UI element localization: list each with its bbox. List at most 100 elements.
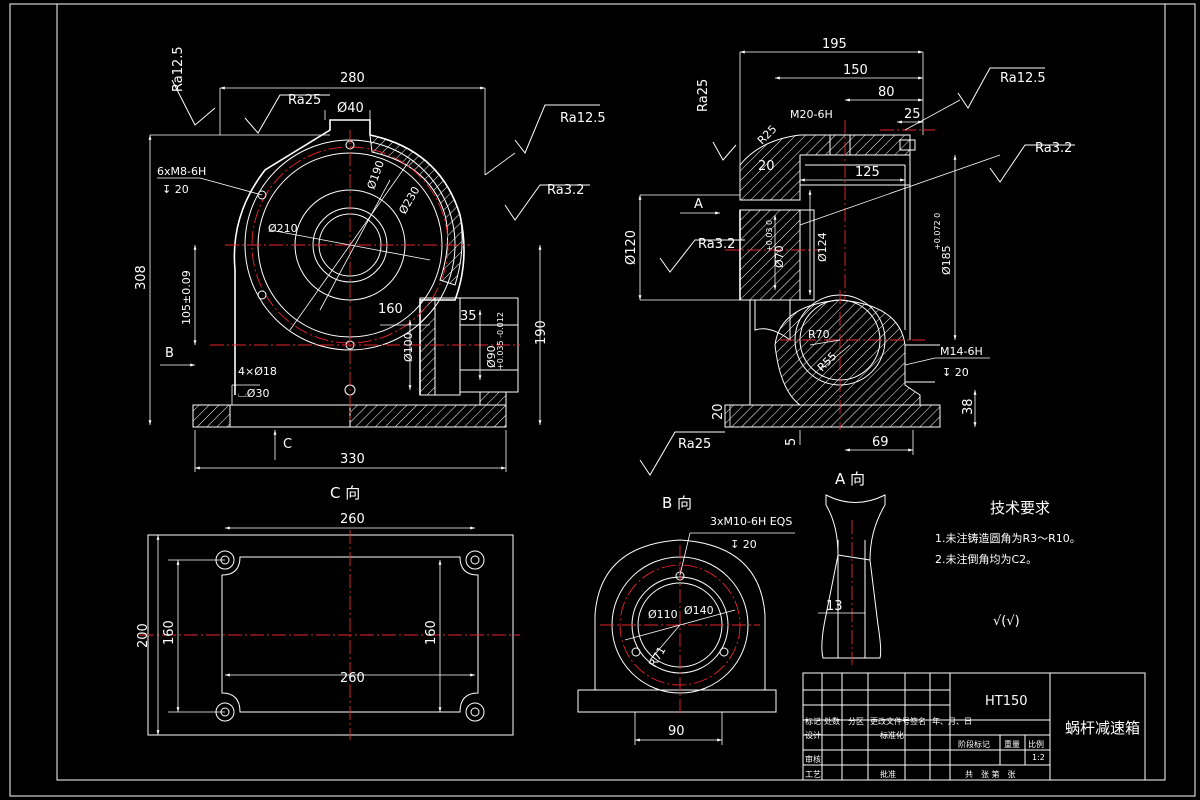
- view-a-labels: A 向 13: [826, 470, 865, 614]
- view-c-260-top: 260: [340, 512, 365, 527]
- front-view: [148, 79, 600, 472]
- dim-m14: M14-6H: [940, 345, 983, 358]
- view-b-90: 90: [668, 724, 685, 739]
- ra-front-1: Ra12.5: [171, 46, 186, 92]
- tb-process: 工艺: [805, 770, 821, 779]
- view-b-thread: 3xM10-6H EQS: [710, 515, 792, 528]
- tech-roughness-symbol: √(√): [993, 614, 1020, 629]
- tb-label-2: 分区: [848, 717, 864, 726]
- tech-title: 技术要求: [990, 499, 1050, 517]
- ra-front-4: Ra3.2: [547, 183, 584, 198]
- view-a-title: A 向: [835, 470, 865, 488]
- part-name: 蜗杆减速箱: [1065, 719, 1140, 737]
- dim-cbore: ⌴Ø30: [238, 387, 269, 400]
- tb-check: 审核: [805, 754, 821, 764]
- dim-depth-20: ↧ 20: [162, 183, 189, 196]
- view-b-dia-140: Ø140: [684, 604, 714, 617]
- ra-side-2: Ra12.5: [1000, 71, 1046, 86]
- dim-35: 35: [460, 309, 477, 324]
- tech-requirements: 技术要求 1.未注铸造圆角为R3～R10。 2.未注倒角均为C2。 √(√): [935, 499, 1081, 629]
- dim-dia-90: Ø90: [485, 345, 498, 368]
- ra-side-4: Ra3.2: [698, 237, 735, 252]
- view-marker-b: B: [165, 346, 174, 361]
- dim-150: 150: [843, 63, 868, 78]
- ra-front-2: Ra25: [288, 93, 321, 108]
- dim-20: 20: [758, 159, 775, 174]
- tb-label-3: 更改文件号: [870, 716, 910, 726]
- ra-side-1: Ra25: [696, 79, 711, 112]
- dim-depth-side: ↧ 20: [942, 366, 969, 379]
- tb-sheets: 共 张 第 张: [965, 769, 1016, 779]
- view-b-depth: ↧ 20: [730, 538, 757, 551]
- ra-front-3: Ra12.5: [560, 111, 606, 126]
- view-c-160-right: 160: [424, 620, 439, 645]
- dim-190: 190: [534, 320, 549, 345]
- side-view: [638, 50, 1075, 476]
- dim-80: 80: [878, 85, 895, 100]
- tb-label-4: 签名: [910, 716, 926, 726]
- view-marker-a: A: [694, 197, 703, 212]
- tb-approve: 批准: [880, 769, 896, 779]
- view-c-260-bottom: 260: [340, 671, 365, 686]
- dim-20-base: 20: [711, 403, 726, 420]
- dim-dia-185: Ø185: [940, 245, 953, 275]
- tb-stage: 阶段标记: [958, 739, 990, 749]
- view-a: [818, 494, 886, 665]
- dim-tol-90: +0.035 -0.012: [496, 312, 505, 370]
- dim-dia-70: Ø70: [773, 245, 786, 268]
- view-c: [140, 526, 520, 740]
- front-view-labels: Ra12.5 Ra25 Ra12.5 Ra3.2 280 Ø40 6xM8-6H…: [134, 46, 606, 467]
- dim-195: 195: [822, 37, 847, 52]
- dim-38: 38: [961, 398, 976, 415]
- dim-25: 25: [904, 107, 921, 122]
- dim-105: 105±0.09: [180, 270, 193, 325]
- dim-r70: R70: [808, 328, 830, 341]
- tb-standard: 标准化: [880, 730, 904, 740]
- view-b: [577, 532, 795, 745]
- dim-330: 330: [340, 452, 365, 467]
- dim-dia-124: Ø124: [816, 232, 829, 262]
- tb-scale-label: 比例: [1028, 739, 1044, 749]
- dim-dia-230: Ø230: [396, 184, 422, 216]
- tb-label-0: 标记: [805, 716, 821, 726]
- dim-dia-210: Ø210: [268, 222, 298, 235]
- dim-thread-6m8: 6xM8-6H: [157, 165, 206, 178]
- tech-line-1: 1.未注铸造圆角为R3～R10。: [935, 531, 1081, 545]
- view-b-dia-110: Ø110: [648, 608, 678, 621]
- tb-weight: 重量: [1004, 739, 1020, 749]
- dim-125: 125: [855, 165, 880, 180]
- tb-label-5: 年、月、日: [932, 716, 972, 726]
- view-b-labels: B 向 3xM10-6H EQS ↧ 20 Ø110 Ø140 R71 90: [646, 494, 792, 739]
- view-c-200: 200: [136, 623, 151, 648]
- view-c-labels: C 向 260 260 200 160 160: [136, 484, 439, 686]
- dim-5: 5: [784, 438, 799, 446]
- dim-m20: M20-6H: [790, 108, 833, 121]
- ra-side-3: Ra3.2: [1035, 141, 1072, 156]
- dim-tol-185: +0.072 0: [933, 213, 942, 250]
- tb-label-1: 处数: [824, 716, 840, 726]
- dim-tol-70: +0.03 0: [765, 220, 774, 252]
- dim-holes: 4×Ø18: [238, 365, 277, 378]
- ra-side-5: Ra25: [678, 437, 711, 452]
- dim-280: 280: [340, 71, 365, 86]
- dim-dia-40: Ø40: [337, 101, 364, 116]
- material: HT150: [985, 694, 1028, 709]
- dim-dia-100: Ø100: [402, 332, 415, 362]
- dim-dia-190: Ø190: [365, 159, 387, 191]
- view-b-r71: R71: [646, 644, 668, 669]
- dim-160: 160: [378, 302, 403, 317]
- dim-69: 69: [872, 435, 889, 450]
- view-a-13: 13: [826, 599, 843, 614]
- view-b-title: B 向: [662, 494, 692, 512]
- dim-308: 308: [134, 265, 149, 290]
- title-block: [802, 672, 1146, 781]
- view-marker-c: C: [283, 437, 292, 452]
- tb-design: 设计: [805, 730, 821, 740]
- view-c-title: C 向: [330, 484, 360, 502]
- tech-line-2: 2.未注倒角均为C2。: [935, 552, 1037, 566]
- tb-scale: 1:2: [1032, 753, 1045, 762]
- view-c-160-left: 160: [162, 620, 177, 645]
- title-block-labels: HT150 蜗杆减速箱 标记 处数 分区 更改文件号 签名 年、月、日 设计 标…: [805, 694, 1140, 779]
- dim-dia-120: Ø120: [624, 230, 639, 265]
